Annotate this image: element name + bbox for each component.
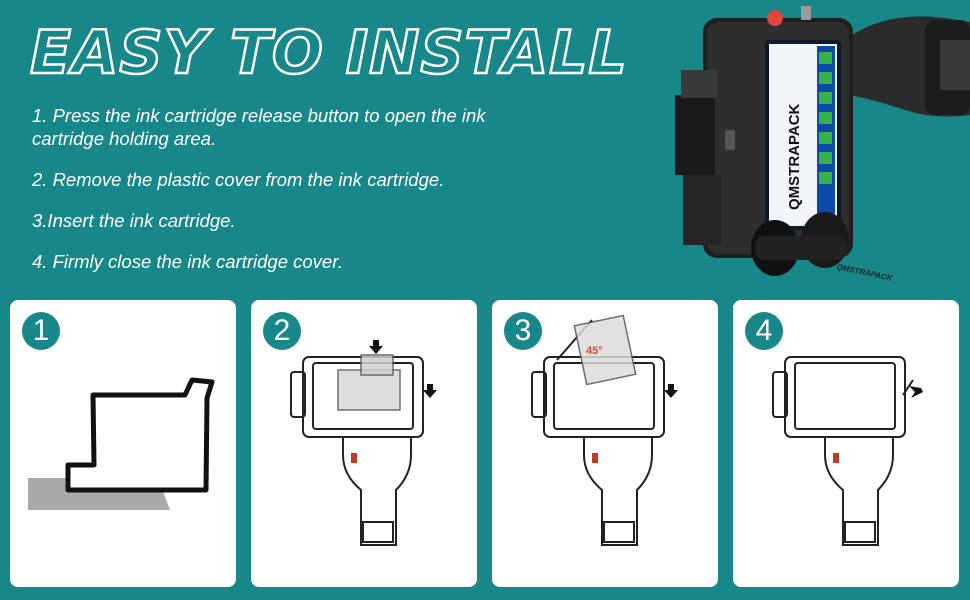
- remove-cover-diagram: [290, 340, 437, 546]
- step-number-badge: 4: [745, 312, 783, 350]
- instruction-step-2: 2. Remove the plastic cover from the ink…: [32, 169, 445, 190]
- instruction-step-4: 4. Firmly close the ink cartridge cover.: [32, 251, 343, 272]
- step-panel-3: 45° 3: [492, 300, 718, 587]
- close-cover-diagram: [772, 356, 923, 546]
- instruction-step-1: 1. Press the ink cartridge release butto…: [32, 105, 486, 149]
- step-number-badge: 1: [22, 312, 60, 350]
- screen-brand-text: QMSTRAPACK: [786, 103, 803, 210]
- push-arrow-icon: [909, 386, 923, 398]
- step-number-badge: 2: [263, 312, 301, 350]
- instruction-step-3: 3.Insert the ink cartridge.: [32, 210, 236, 231]
- power-button-icon: [767, 10, 783, 26]
- step-number-badge: 3: [504, 312, 542, 350]
- step-panel-4: 4: [733, 300, 959, 587]
- page-title: EASY TO INSTALL: [29, 17, 628, 90]
- printer-product-image: QMSTRAPACK: [675, 6, 970, 276]
- step-panel-2: 2: [251, 300, 477, 587]
- instruction-list: 1. Press the ink cartridge release butto…: [32, 104, 652, 291]
- angle-label: 45°: [586, 345, 603, 357]
- cartridge-release-diagram: [28, 377, 215, 510]
- insert-cartridge-diagram: 45°: [531, 314, 678, 546]
- down-arrow-icon: [423, 384, 437, 398]
- step-panel-1: 1: [10, 300, 236, 587]
- down-arrow-icon: [369, 340, 383, 354]
- down-arrow-icon: [664, 384, 678, 398]
